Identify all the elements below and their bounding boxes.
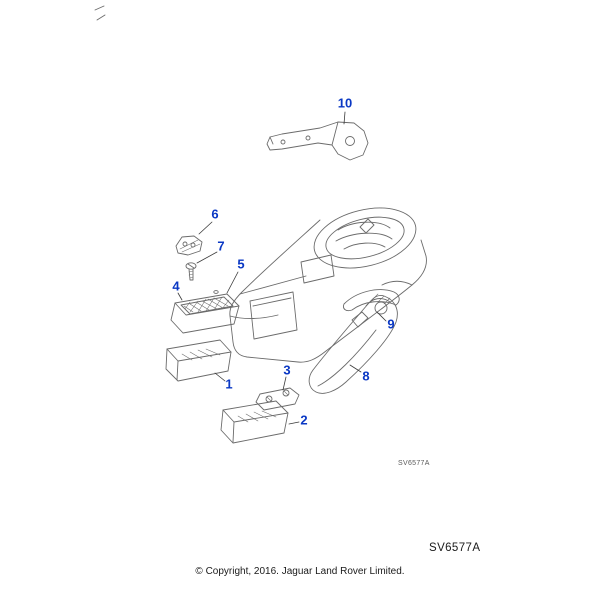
callout-5[interactable]: 5 [237, 256, 245, 272]
callout-2[interactable]: 2 [300, 412, 308, 428]
callout-3[interactable]: 3 [283, 362, 291, 378]
part-3-bracket [255, 387, 300, 411]
callout-1[interactable]: 1 [225, 376, 233, 392]
copyright-text: © Copyright, 2016. Jaguar Land Rover Lim… [195, 566, 405, 577]
part-2-tray [220, 400, 289, 444]
console-body [229, 207, 427, 363]
callout-8[interactable]: 8 [362, 368, 370, 384]
part-7-screw [185, 262, 197, 281]
part-6-latch [175, 235, 203, 256]
leader-lines [177, 111, 387, 425]
artwork-code-small: SV6577A [398, 460, 430, 467]
part-1-tray [165, 339, 232, 382]
callout-6[interactable]: 6 [211, 206, 219, 222]
callout-9[interactable]: 9 [387, 316, 395, 332]
artwork-code-large: SV6577A [429, 542, 481, 554]
part-4-tray-mat [170, 290, 240, 334]
part-10-bracket [266, 121, 369, 161]
part-8-armrest [308, 293, 398, 394]
part-9-armrest-lid [343, 289, 400, 312]
callout-4[interactable]: 4 [172, 278, 180, 294]
callout-7[interactable]: 7 [217, 238, 225, 254]
corner-marks [94, 5, 106, 21]
callout-10[interactable]: 10 [337, 95, 353, 111]
